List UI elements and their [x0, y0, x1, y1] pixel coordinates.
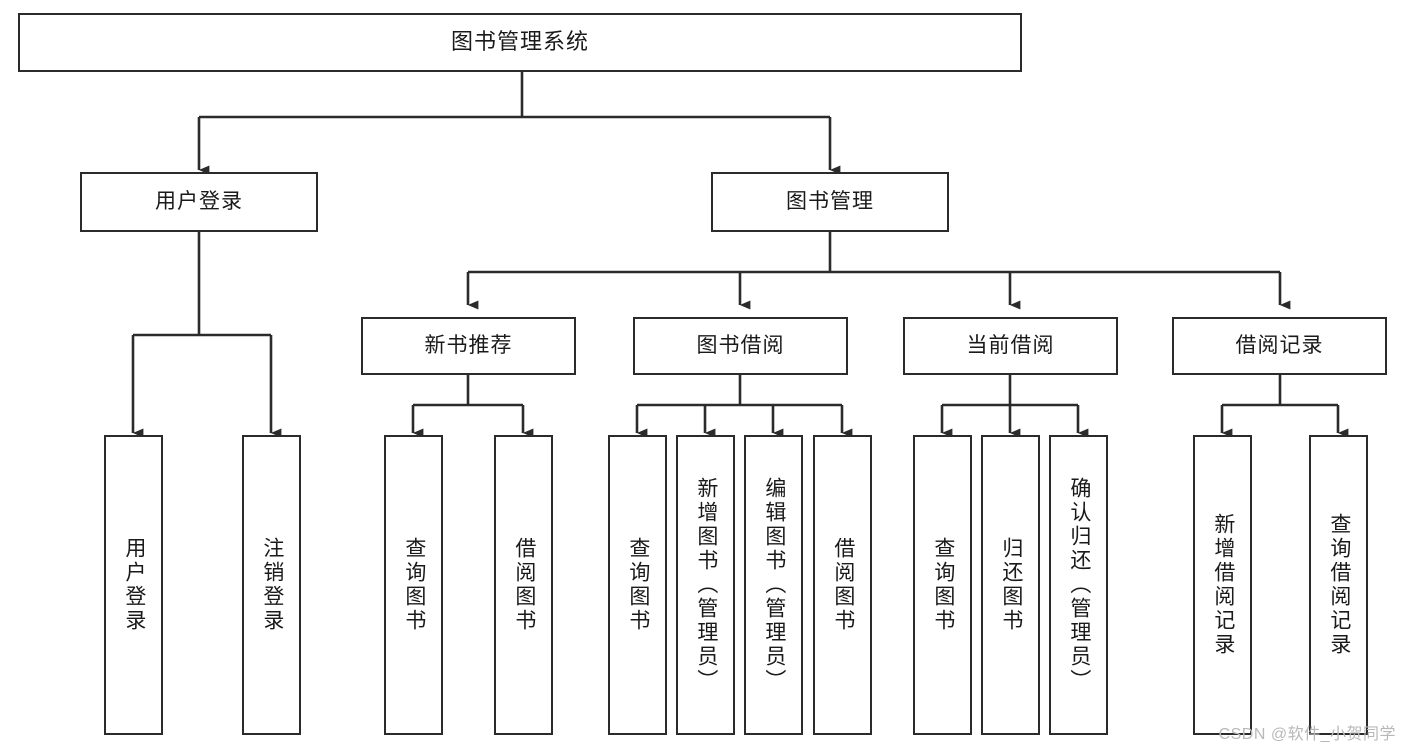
node-label: 新增图书（管理员） [694, 477, 718, 693]
leaf-borrow-book-2[interactable]: 借阅图书 [813, 435, 872, 735]
node-label: 查询图书 [402, 537, 426, 633]
leaf-confirm-return[interactable]: 确认归还（管理员） [1049, 435, 1108, 735]
node-current-borrow[interactable]: 当前借阅 [903, 317, 1118, 375]
node-label: 当前借阅 [966, 334, 1055, 358]
node-label: 图书管理 [786, 190, 874, 214]
node-label: 查询借阅记录 [1327, 513, 1351, 657]
leaf-query-book-3[interactable]: 查询图书 [913, 435, 972, 735]
leaf-user-login[interactable]: 用户登录 [104, 435, 163, 735]
node-label: 查询图书 [931, 537, 955, 633]
node-label: 借阅图书 [512, 537, 536, 633]
leaf-add-book[interactable]: 新增图书（管理员） [676, 435, 735, 735]
node-new-book-recommend[interactable]: 新书推荐 [361, 317, 576, 375]
leaf-return-book[interactable]: 归还图书 [981, 435, 1040, 735]
leaf-query-book-2[interactable]: 查询图书 [608, 435, 667, 735]
node-book-management[interactable]: 图书管理 [711, 172, 949, 232]
node-label: 新书推荐 [424, 334, 513, 358]
node-label: 借阅记录 [1235, 334, 1324, 358]
leaf-borrow-book-1[interactable]: 借阅图书 [494, 435, 553, 735]
node-label: 归还图书 [999, 537, 1023, 633]
node-label: 确认归还（管理员） [1067, 477, 1091, 693]
node-label: 注销登录 [260, 537, 284, 633]
node-root-system[interactable]: 图书管理系统 [18, 13, 1022, 72]
leaf-add-borrow-record[interactable]: 新增借阅记录 [1193, 435, 1252, 735]
node-book-borrow[interactable]: 图书借阅 [633, 317, 848, 375]
leaf-logout-login[interactable]: 注销登录 [242, 435, 301, 735]
node-label: 用户登录 [155, 190, 243, 214]
node-label: 图书借阅 [696, 334, 785, 358]
leaf-query-book-1[interactable]: 查询图书 [384, 435, 443, 735]
node-user-login[interactable]: 用户登录 [80, 172, 318, 232]
leaf-query-borrow-record[interactable]: 查询借阅记录 [1309, 435, 1368, 735]
leaf-edit-book[interactable]: 编辑图书（管理员） [744, 435, 803, 735]
node-label: 编辑图书（管理员） [762, 477, 786, 693]
node-label: 查询图书 [626, 537, 650, 633]
node-label: 借阅图书 [831, 537, 855, 633]
node-borrow-record[interactable]: 借阅记录 [1172, 317, 1387, 375]
node-label: 新增借阅记录 [1211, 513, 1235, 657]
node-label: 用户登录 [122, 537, 146, 633]
node-label: 图书管理系统 [450, 29, 589, 55]
csdn-watermark: CSDN @软件_小贺同学 [1218, 726, 1396, 743]
